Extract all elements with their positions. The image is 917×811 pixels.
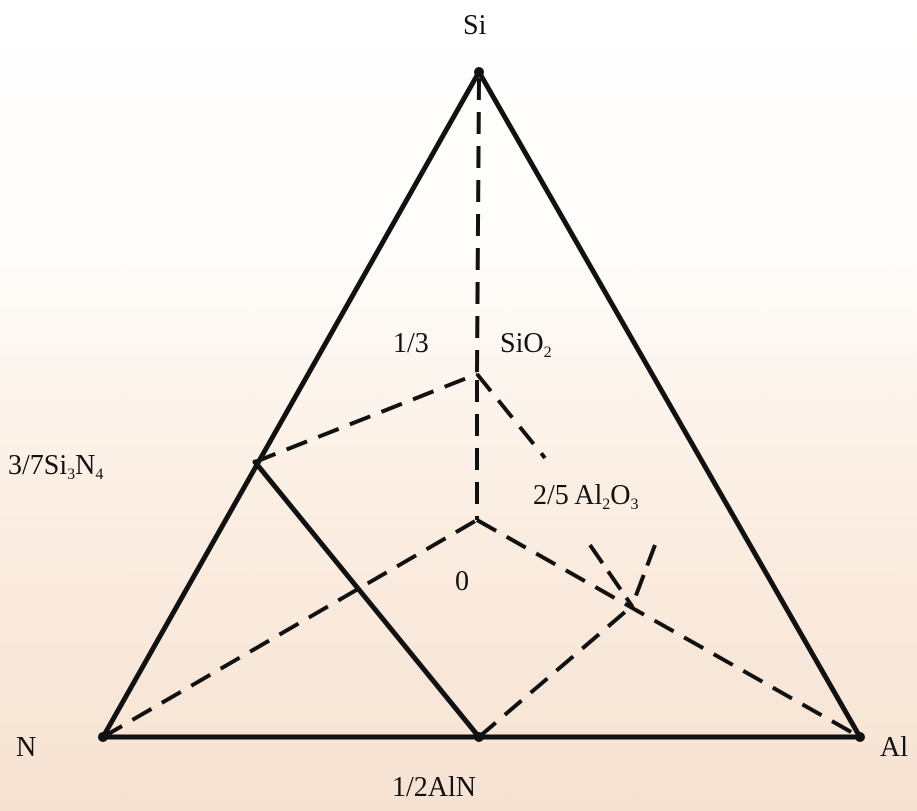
sio2-to-al2o3-dashed — [475, 372, 547, 460]
aln-point-marker — [474, 732, 484, 742]
one-third-label: 1/3 — [393, 328, 429, 359]
outer-triangle — [100, 69, 863, 740]
al2o3-sub2: 3 — [630, 496, 639, 513]
si3n4-to-sio2-dashed — [254, 372, 478, 464]
al2o3-mid: O — [610, 480, 631, 511]
si3n4-prefix: 3/7Si — [8, 450, 68, 481]
center-to-al-dashed — [476, 518, 861, 739]
al-vertex-marker — [855, 732, 865, 742]
al-vertex-label: Al — [880, 732, 908, 763]
si3n4-aln-line — [252, 459, 482, 740]
zero-label: 0 — [455, 566, 469, 597]
al2o3-prefix: 2/5 Al — [533, 480, 603, 511]
si-vertex-label: Si — [463, 10, 487, 41]
al2o3-sub1: 2 — [602, 496, 611, 513]
aln-to-al2o3-dashed — [477, 604, 634, 739]
n-vertex-marker — [98, 732, 108, 742]
half-aln-label: 1/2AlN — [392, 772, 476, 803]
al2o3-tick-right — [630, 544, 657, 607]
sio2-text: SiO — [500, 328, 544, 359]
si-to-sio2-dashed — [475, 77, 481, 373]
n-vertex-label: N — [16, 732, 37, 763]
al2o3-tick-left — [588, 543, 634, 608]
sio2-subscript: 2 — [543, 344, 552, 361]
si3n4-label: 3/7Si3N4 — [8, 452, 103, 483]
sio2-label: SiO2 — [500, 330, 552, 361]
si-vertex-marker — [474, 67, 484, 77]
n-to-center-dashed — [101, 518, 479, 739]
si3n4-sub2: 4 — [95, 466, 104, 483]
al2o3-label: 2/5 Al2O3 — [533, 482, 638, 513]
si3n4-mid: N — [75, 450, 96, 481]
si3n4-sub1: 3 — [67, 466, 76, 483]
